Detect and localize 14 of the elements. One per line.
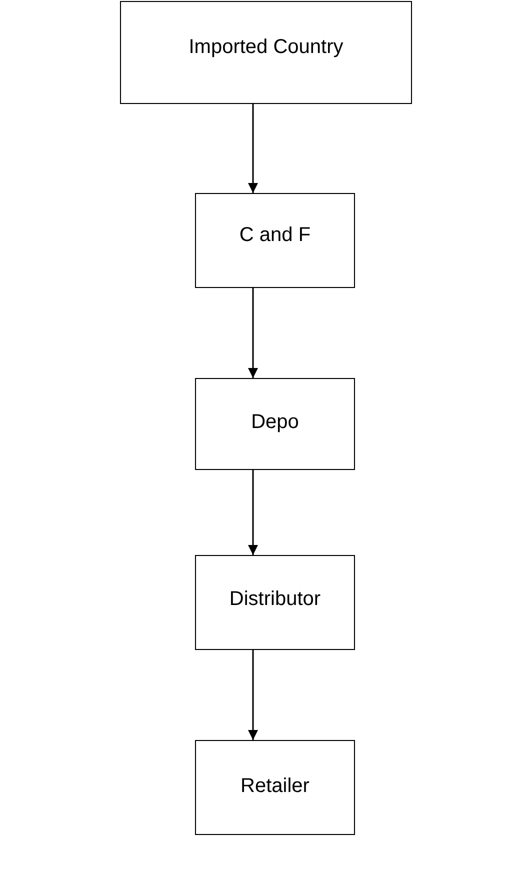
node-label: Retailer	[240, 775, 310, 798]
node-label: C and F	[239, 224, 311, 247]
arrow	[248, 470, 258, 555]
node-label: Depo	[251, 411, 299, 434]
arrow	[248, 104, 258, 193]
process-box	[195, 555, 355, 650]
arrow	[248, 288, 258, 378]
process-box	[195, 740, 355, 835]
process-box	[195, 378, 355, 470]
node-label: Distributor	[229, 588, 321, 611]
arrow	[248, 650, 258, 740]
process-box	[120, 1, 412, 104]
process-box	[195, 193, 355, 288]
node-label: Imported Country	[188, 36, 344, 59]
